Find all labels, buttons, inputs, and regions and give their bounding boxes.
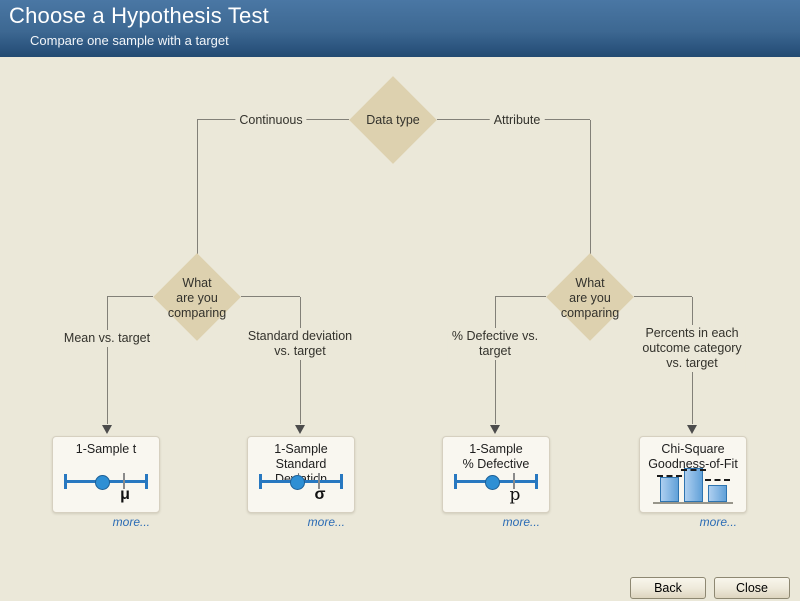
arrow-to-1-sample-stdev	[295, 425, 305, 434]
expected-dash-icon	[705, 479, 730, 481]
branch-label-defective: % Defective vs. target	[447, 328, 543, 360]
more-link-1-sample-t[interactable]: more...	[112, 515, 150, 529]
connector-branch-1-down	[107, 297, 108, 424]
arrow-to-chi-square	[687, 425, 697, 434]
p-symbol: p	[509, 485, 521, 505]
bar-icon	[708, 485, 727, 502]
bar-icon	[684, 468, 703, 502]
card-1-sample-stdev[interactable]: 1-Sample Standard Deviation σ	[247, 436, 355, 513]
dialog-header: Choose a Hypothesis Test Compare one sam…	[0, 0, 800, 57]
sample-dot-icon	[95, 475, 110, 490]
comparing-right-label: What are you comparing	[560, 276, 620, 320]
target-tick-icon	[318, 473, 320, 489]
card-1-sample-defective[interactable]: 1-Sample % Defective p	[442, 436, 550, 513]
card-title: 1-Sample t	[75, 442, 137, 456]
back-button[interactable]: Back	[630, 577, 706, 599]
sigma-symbol: σ	[314, 486, 326, 503]
page-title: Choose a Hypothesis Test	[9, 3, 269, 28]
mean-vs-target-icon: σ	[259, 471, 343, 509]
card-chi-square-gof[interactable]: Chi-Square Goodness-of-Fit	[639, 436, 747, 513]
expected-dash-icon	[657, 475, 682, 477]
bar-icon	[660, 477, 679, 502]
expected-dash-icon	[681, 469, 706, 471]
connector-branch-4	[634, 296, 692, 297]
mean-vs-target-icon: p	[454, 471, 538, 509]
chi-square-bars-icon	[653, 467, 733, 507]
card-title: Chi-Square Goodness-of-Fit	[648, 442, 738, 471]
connector-right-down	[590, 120, 591, 254]
target-tick-icon	[513, 473, 515, 489]
branch-label-stdev: Standard deviation vs. target	[243, 328, 357, 360]
branch-label-continuous: Continuous	[235, 112, 307, 129]
sample-dot-icon	[485, 475, 500, 490]
connector-branch-3	[495, 296, 546, 297]
branch-label-percents: Percents in each outcome category vs. ta…	[638, 325, 746, 372]
comparing-left-label: What are you comparing	[167, 276, 227, 320]
arrow-to-1-sample-defective	[490, 425, 500, 434]
more-link-1-sample-stdev[interactable]: more...	[307, 515, 345, 529]
close-button[interactable]: Close	[714, 577, 790, 599]
mean-vs-target-icon: μ	[64, 471, 148, 509]
card-1-sample-t[interactable]: 1-Sample t μ	[52, 436, 160, 513]
more-link-1-sample-defective[interactable]: more...	[502, 515, 540, 529]
connector-branch-1	[107, 296, 153, 297]
mu-symbol: μ	[120, 486, 130, 503]
card-title: 1-Sample % Defective	[462, 442, 530, 471]
target-tick-icon	[123, 473, 125, 489]
arrow-to-1-sample-t	[102, 425, 112, 434]
connector-branch-3-down	[495, 297, 496, 424]
branch-label-attribute: Attribute	[489, 112, 545, 129]
page-subtitle: Compare one sample with a target	[30, 33, 229, 48]
connector-branch-2	[241, 296, 300, 297]
data-type-label: Data type	[366, 113, 420, 127]
baseline-icon	[653, 502, 733, 504]
connector-branch-2-down	[300, 297, 301, 424]
branch-label-mean: Mean vs. target	[59, 330, 155, 347]
connector-left-down	[197, 120, 198, 254]
sample-dot-icon	[290, 475, 305, 490]
more-link-chi-square[interactable]: more...	[699, 515, 737, 529]
